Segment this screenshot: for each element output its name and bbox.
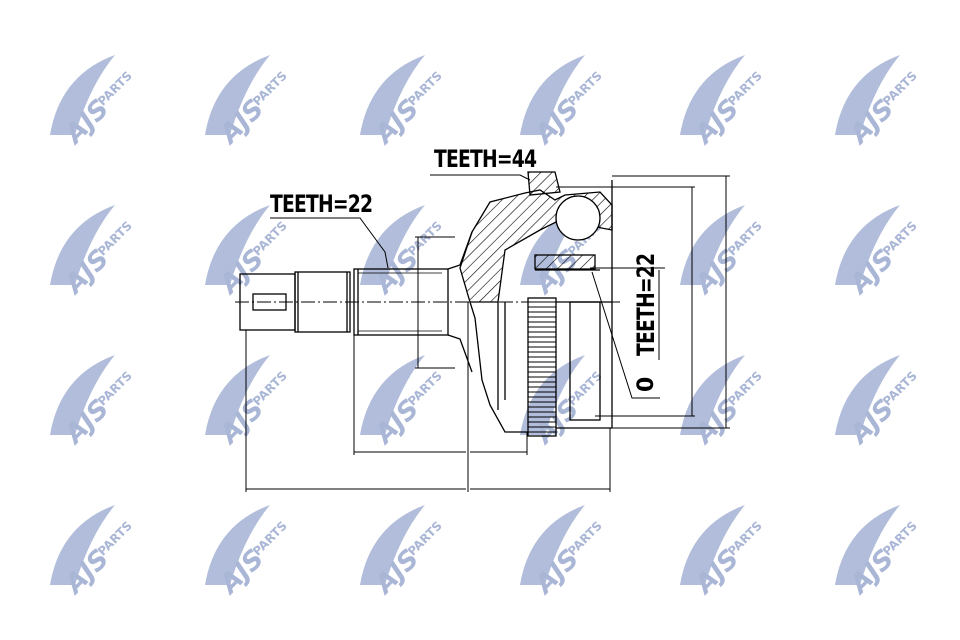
ring-size-label: 0	[634, 377, 659, 392]
outer-teeth-label: TEETH=44	[434, 145, 537, 173]
shaft-teeth-label: TEETH=22	[270, 190, 373, 218]
inner-teeth-label: TEETH=22	[632, 253, 660, 356]
outer-housing	[459, 171, 613, 303]
housing-body	[469, 180, 613, 437]
abs-ring	[528, 301, 556, 433]
dimension-lines	[245, 174, 730, 492]
